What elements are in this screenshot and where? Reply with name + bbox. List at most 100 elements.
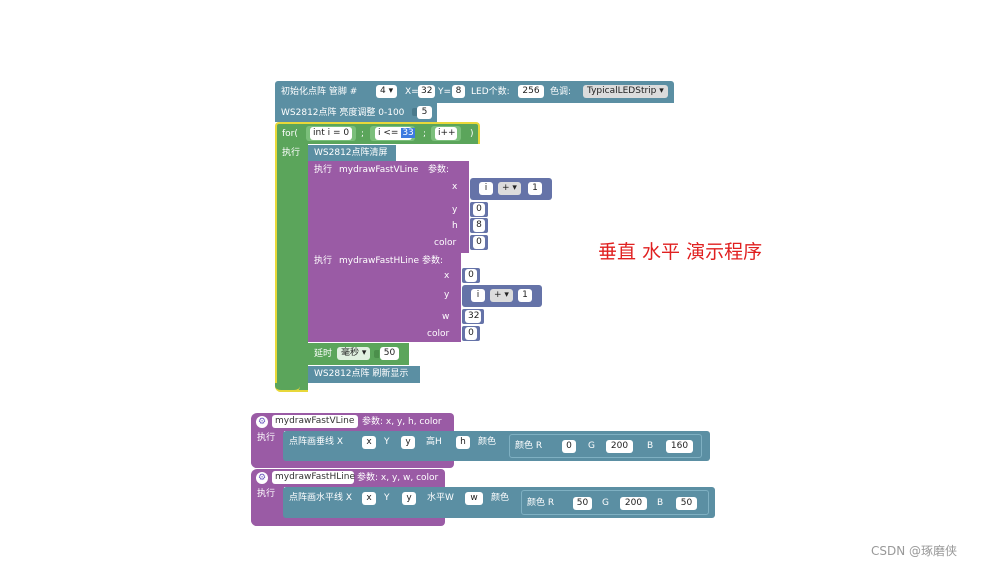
hline-y-num[interactable]: 1 [518,289,532,302]
for-init-field[interactable]: int i = 0 [310,127,352,140]
for-step-field[interactable]: i++ [435,127,457,140]
hline-call-block[interactable]: 执行 mydrawFastHLine 参数: x y w color [308,252,461,342]
vline-rgb-b-label: B [647,441,654,451]
vline-color-field[interactable]: 0 [473,236,485,249]
clear-block[interactable]: WS2812点阵清屏 [308,145,396,161]
vline-y-label: y [452,205,458,215]
delay-unit-dropdown[interactable]: 毫秒 ▾ [337,347,371,360]
led-count-label: LED个数: [471,87,510,97]
vline-x-label: x [452,182,458,192]
def-hline-footer [251,517,445,526]
hline-y-expr[interactable]: i + ▾ 1 [462,285,542,307]
hline-w-field[interactable]: 32 [465,310,481,323]
hline-draw-y[interactable]: y [402,492,416,505]
vline-draw-block[interactable]: 点阵画垂线 X x Y y 高H h 颜色 颜色 R 0 G 200 B 160 [283,431,710,461]
vline-rgb-g-label: G [588,441,595,451]
vline-color-label: color [434,238,457,248]
hline-x-field[interactable]: 0 [465,269,477,282]
hline-rgb-block[interactable]: 颜色 R 50 G 200 B 50 [521,490,709,515]
gear-icon[interactable]: ⚙ [256,472,268,484]
for-cond-field[interactable]: i <= 33 [375,127,415,140]
x-value-field[interactable]: 32 [418,85,435,98]
hline-w-label: w [442,312,450,322]
hline-rgb-g[interactable]: 200 [620,497,647,510]
vline-color-slot[interactable]: 0 [470,235,488,250]
brightness-field[interactable]: 5 [417,106,432,119]
hline-y-op-dropdown[interactable]: + ▾ [490,289,513,302]
def-hline-params: 参数: x, y, w, color [357,473,439,483]
hline-draw-x[interactable]: x [362,492,376,505]
vline-rgb-g[interactable]: 200 [606,440,633,453]
hline-color-field[interactable]: 0 [465,327,477,340]
vline-x-num[interactable]: 1 [528,182,542,195]
vline-x-op-dropdown[interactable]: + ▾ [498,182,521,195]
brightness-block[interactable]: WS2812点阵 亮度调整 0-100 5 [275,103,437,122]
for-cond-prefix: i <= [378,128,399,138]
vline-draw-h[interactable]: h [456,436,470,449]
vline-h-field[interactable]: 8 [473,219,485,232]
vline-draw-y-label: Y [384,437,390,447]
def-vline-name-field[interactable]: mydrawFastVLine [272,415,358,428]
hline-x-slot[interactable]: 0 [462,268,480,283]
annotation-text: 垂直 水平 演示程序 [598,241,763,263]
def-hline-block[interactable]: ⚙ mydrawFastHLine 参数: x, y, w, color [251,469,445,487]
init-matrix-block[interactable]: 初始化点阵 管脚 # 4 ▾ X= 32 Y= 8 LED个数: 256 色调:… [275,81,674,103]
tone-dropdown[interactable]: TypicalLEDStrip ▾ [583,85,668,98]
hline-draw-w-label: 水平W [427,493,454,503]
pin-dropdown[interactable]: 4 ▾ [376,85,398,98]
vline-draw-y[interactable]: y [401,436,415,449]
hline-func-name: mydrawFastHLine [339,256,419,266]
vline-draw-x[interactable]: x [362,436,376,449]
refresh-label: WS2812点阵 刷新显示 [314,369,409,379]
def-vline-do-label: 执行 [257,433,276,443]
def-hline-name-field[interactable]: mydrawFastHLine [272,471,355,484]
hline-x-label: x [444,271,450,281]
x-label: X= [405,87,419,97]
hline-rgb-g-label: G [602,498,609,508]
vline-x-var[interactable]: i [479,182,493,195]
refresh-block[interactable]: WS2812点阵 刷新显示 [308,366,420,383]
vline-draw-color-label: 颜色 [478,437,497,447]
clear-label: WS2812点阵清屏 [314,148,388,158]
y-label: Y= [438,87,452,97]
vline-h-slot[interactable]: 8 [470,218,488,233]
vline-draw-h-label: 高H [426,437,442,447]
delay-value-field[interactable]: 50 [380,347,399,360]
for-label: for( [282,129,298,139]
vline-rgb-block[interactable]: 颜色 R 0 G 200 B 160 [509,434,702,458]
delay-block[interactable]: 延时 毫秒 ▾ 50 [308,343,409,365]
for-close: ) [470,129,474,139]
hline-rgb-r[interactable]: 50 [573,497,592,510]
hline-params-label: 参数: [422,256,444,266]
hline-draw-block[interactable]: 点阵画水平线 X x Y y 水平W w 颜色 颜色 R 50 G 200 B … [283,487,715,518]
hline-draw-label: 点阵画水平线 X [289,493,353,503]
def-vline-footer [251,460,454,468]
hline-color-slot[interactable]: 0 [462,326,480,341]
for-loop-footer [275,383,300,392]
led-count-field[interactable]: 256 [518,85,544,98]
hline-y-label: y [444,290,450,300]
vline-y-field[interactable]: 0 [473,203,485,216]
vline-rgb-r[interactable]: 0 [562,440,576,453]
hline-y-var[interactable]: i [471,289,485,302]
hline-rgb-b-label: B [657,498,664,508]
for-loop-header[interactable]: for( int i = 0 ; i <= 33 ; i++ ) [275,122,480,144]
vline-call-label: 执行 [314,165,333,175]
delay-input-nub [374,350,379,358]
vline-params-label: 参数: [428,165,450,175]
brightness-label: WS2812点阵 亮度调整 0-100 [281,108,405,118]
vline-func-name: mydrawFastVLine [339,165,419,175]
input-nub [412,108,417,116]
hline-draw-w[interactable]: w [465,492,483,505]
hline-rgb-b[interactable]: 50 [676,497,697,510]
vline-call-block[interactable]: 执行 mydrawFastVLine 参数: x y h color [308,161,469,253]
vline-rgb-b[interactable]: 160 [666,440,693,453]
y-value-field[interactable]: 8 [452,85,465,98]
hline-draw-y-label: Y [384,493,390,503]
for-cond-value[interactable]: 33 [401,128,415,138]
hline-w-slot[interactable]: 32 [462,309,484,324]
vline-x-expr[interactable]: i + ▾ 1 [470,178,552,200]
vline-y-slot[interactable]: 0 [470,202,488,217]
def-vline-block[interactable]: ⚙ mydrawFastVLine 参数: x, y, h, color [251,413,454,431]
gear-icon[interactable]: ⚙ [256,416,268,428]
